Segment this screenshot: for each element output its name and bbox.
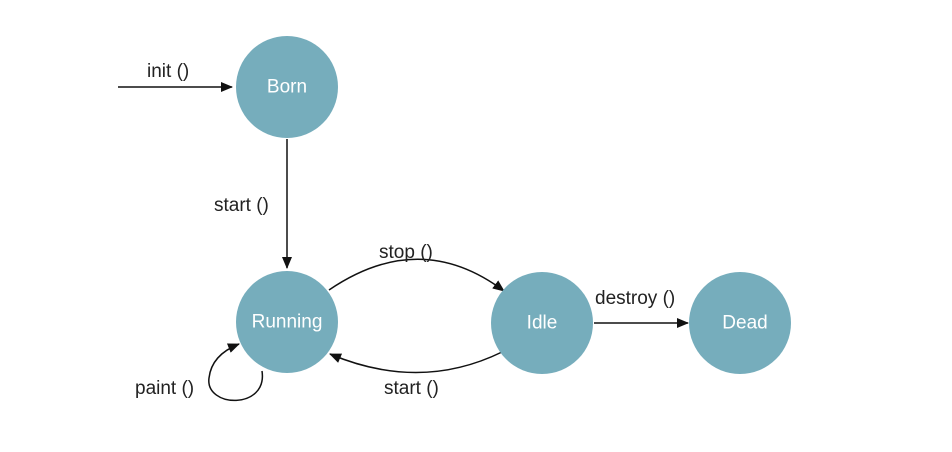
start-born-running-label: start () <box>214 195 269 216</box>
state-dead: Dead <box>689 272 791 374</box>
state-born: Born <box>236 36 338 138</box>
state-idle-circle <box>491 272 593 374</box>
start-idle-running-edge <box>329 351 503 374</box>
stop-edge <box>328 258 505 292</box>
paint-label: paint () <box>135 378 194 399</box>
state-dead-label: Dead <box>722 313 767 334</box>
init-label: init () <box>147 61 189 82</box>
state-born-label: Born <box>267 77 307 98</box>
state-dead-circle <box>689 272 791 374</box>
state-idle-label: Idle <box>527 313 558 334</box>
state-running: Running <box>236 271 338 373</box>
state-running-circle <box>236 271 338 373</box>
destroy-label: destroy () <box>595 288 675 309</box>
state-idle: Idle <box>491 272 593 374</box>
paint-self-loop-edge <box>208 343 263 402</box>
stop-label: stop () <box>379 242 433 263</box>
start-idle-running-label: start () <box>384 378 439 399</box>
state-born-circle <box>236 36 338 138</box>
state-running-label: Running <box>252 312 323 333</box>
